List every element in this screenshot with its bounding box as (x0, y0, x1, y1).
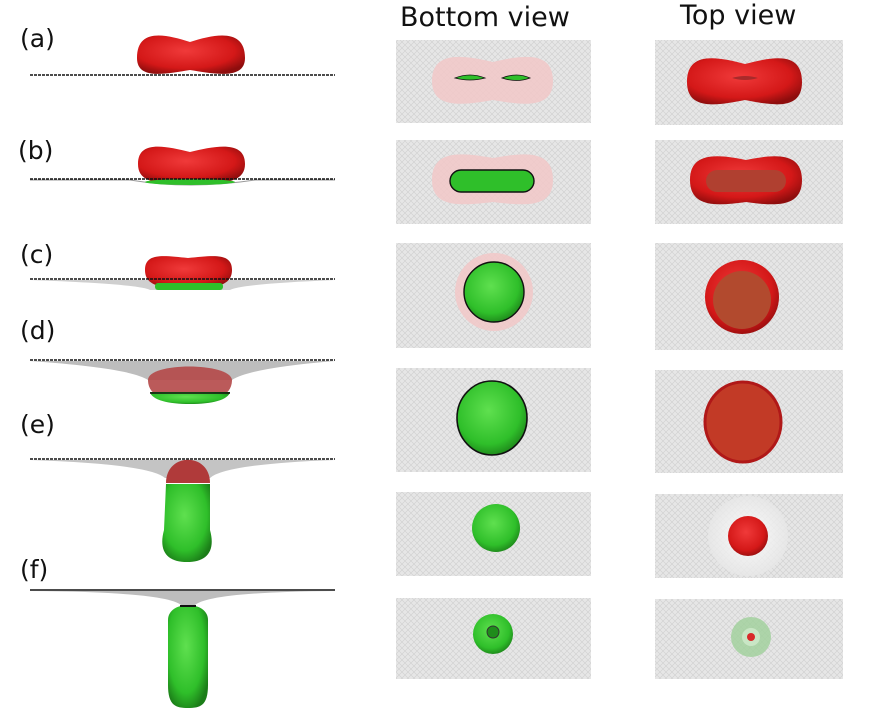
top-view-d (655, 370, 843, 473)
bottom-view-d (396, 368, 591, 472)
top-view-f (655, 599, 843, 679)
top-view-a (655, 40, 843, 125)
row-label-f: (f) (20, 555, 49, 584)
column-header-top-view: Top view (680, 0, 797, 31)
row-label-a: (a) (20, 24, 55, 53)
bottom-view-f (396, 598, 591, 679)
side-view-c (30, 256, 335, 290)
row-label-b: (b) (18, 136, 54, 165)
top-view-e (655, 494, 843, 578)
row-label-d: (d) (20, 316, 56, 345)
column-header-bottom-view: Bottom view (400, 2, 570, 33)
bottom-view-b (396, 140, 591, 224)
row-label-e: (e) (20, 410, 55, 439)
side-view-f (30, 589, 335, 708)
side-view-e (30, 458, 335, 562)
bottom-view-a (396, 40, 591, 123)
bottom-view-e (396, 492, 591, 576)
top-view-c (655, 243, 843, 350)
side-view-b (30, 146, 335, 186)
side-view-a (30, 35, 335, 76)
bottom-view-c (396, 243, 591, 348)
row-label-c: (c) (20, 240, 54, 269)
side-view-d (30, 359, 335, 404)
top-view-b (655, 140, 843, 224)
